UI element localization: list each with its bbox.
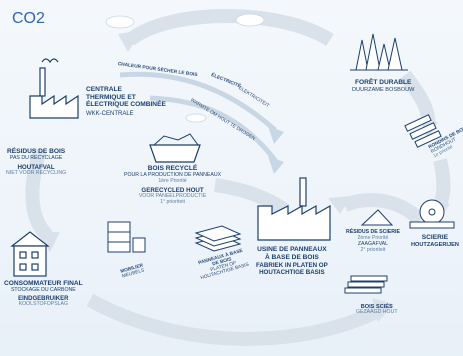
consommateur-fr: CONSOMMATEUR FINAL bbox=[4, 280, 83, 287]
centrale-fr-1: CENTRALE bbox=[86, 86, 122, 93]
house-icon bbox=[10, 231, 50, 277]
consommateur-node: CONSOMMATEUR FINAL STOCKAGE DU CARBONE E… bbox=[4, 280, 83, 308]
consommateur-sub-nl: KOOLSTOFOPSLAG bbox=[18, 301, 69, 308]
residus-scierie-prio-nl: 2° prioriteit bbox=[360, 246, 386, 253]
usine-nl-2: HOUTACHTIGE BASIS bbox=[259, 269, 325, 277]
sawdust-pile-icon bbox=[360, 209, 394, 226]
arrow-rondins-to-scierie bbox=[433, 158, 451, 208]
residus-scierie-fr: RÉSIDUS DE SCIERIE bbox=[346, 229, 400, 235]
residus-bois-sub-fr: PAS DU RECYCLAGE bbox=[9, 154, 63, 161]
cloud-icons bbox=[105, 13, 265, 123]
factory-icon bbox=[257, 177, 331, 241]
scierie-fr: SCIERIE bbox=[421, 234, 449, 241]
bois-scies-node: BOIS SCIÉS GEZAAGD HOUT bbox=[356, 304, 398, 316]
consommateur-nl: EINDGEBRUIKER bbox=[18, 295, 69, 302]
consommateur-sub-fr: STOCKAGE DU CARBONE bbox=[10, 286, 76, 293]
bois-recycle-nl: GERECYCLED HOUT bbox=[141, 186, 204, 194]
bois-recycle-prio-nl: 1° prioriteit bbox=[160, 198, 185, 205]
residus-bois-nl: HOUTAFVAL bbox=[17, 163, 55, 171]
foret-node: FORÊT DURABLE DUURZAME BOSBOUW bbox=[352, 79, 414, 93]
bois-scies-nl: GEZAAGD HOUT bbox=[356, 309, 398, 316]
bois-recycle-prio-fr: 1ère Priorité bbox=[158, 177, 187, 184]
arrow-top-forest-to-centrale bbox=[125, 9, 334, 47]
centrale-nl: WKK-CENTRALE bbox=[86, 110, 134, 117]
bois-recycle-fr: BOIS RECYCLÉ bbox=[147, 165, 198, 172]
arrow-heads bbox=[36, 30, 450, 322]
usine-fr-1: USINE DE PANNEAUX bbox=[257, 246, 327, 253]
furniture-icon bbox=[107, 221, 146, 253]
scierie-nl: HOUTZAGERIJEN bbox=[411, 241, 459, 248]
saw-icon bbox=[409, 199, 455, 229]
arrow-right-scierie-to-usine bbox=[342, 193, 425, 226]
usine-nl-1: FABRIEK IN PLATEN OP bbox=[256, 262, 328, 270]
panels-icon bbox=[194, 225, 242, 252]
foret-nl: DUURZAME BOSBOUW bbox=[352, 86, 415, 93]
arrow-left-down bbox=[25, 147, 54, 242]
bois-recycle-sub-fr: POUR LA PRODUCTION DE PANNEAUX bbox=[124, 171, 222, 178]
bois-scies-fr: BOIS SCIÉS bbox=[360, 304, 393, 310]
arrow-bottom bbox=[86, 293, 384, 346]
residus-scierie-prio-fr: 2ème Priorité bbox=[357, 234, 389, 241]
sawn-wood-icon bbox=[344, 275, 388, 294]
residus-bois-fr: RÉSIDUS DE BOIS bbox=[6, 148, 66, 155]
bois-recycle-sub-nl: VOOR PANEELPRODUCTIE bbox=[138, 192, 207, 199]
scierie-node: SCIERIE HOUTZAGERIJEN bbox=[411, 234, 459, 248]
forest-icon bbox=[350, 33, 408, 71]
residus-scierie-nl: ZAAGAFVAL bbox=[357, 240, 389, 247]
usine-node: USINE DE PANNEAUX À BASE DE BOIS FABRIEK… bbox=[256, 246, 328, 276]
foret-fr: FORÊT DURABLE bbox=[355, 79, 412, 86]
arrow-recycle-to-usine bbox=[213, 178, 289, 216]
centrale-fr-3: ÉLECTRIQUE COMBINÉE bbox=[86, 101, 166, 109]
residus-scierie-node: RÉSIDUS DE SCIERIE 2ème Priorité ZAAGAFV… bbox=[346, 229, 400, 254]
usine-fr-2: À BASE DE BOIS bbox=[264, 253, 319, 261]
residus-bois-node: RÉSIDUS DE BOIS PAS DU RECYCLAGE HOUTAFV… bbox=[6, 148, 66, 177]
recycled-wood-icon bbox=[149, 144, 201, 163]
residus-bois-sub-nl: NIET VOOR RECYCLING bbox=[6, 169, 67, 176]
bois-recycle-node: BOIS RECYCLÉ POUR LA PRODUCTION DE PANNE… bbox=[124, 165, 221, 206]
centrale-building-icon bbox=[29, 58, 79, 119]
co2-label: CO2 bbox=[12, 10, 45, 27]
centrale-node: CENTRALE THERMIQUE ET ÉLECTRIQUE COMBINÉ… bbox=[86, 86, 166, 118]
centrale-fr-2: THERMIQUE ET bbox=[86, 93, 136, 101]
logs-icon bbox=[404, 114, 442, 148]
